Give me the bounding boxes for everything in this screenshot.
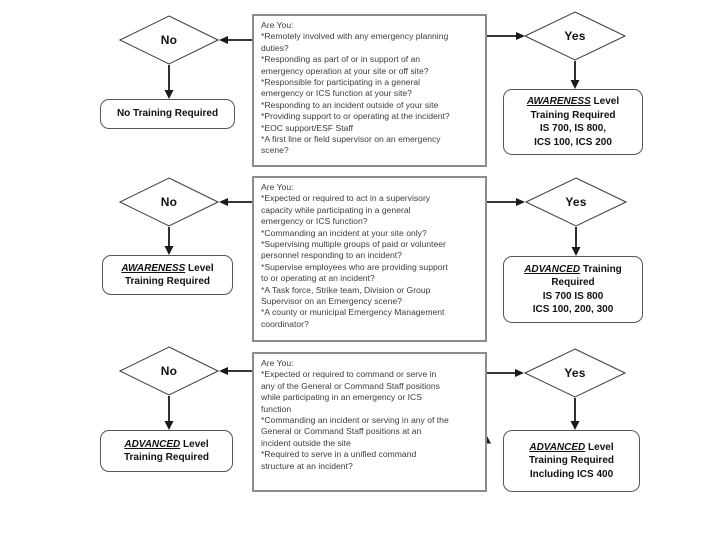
decision-diamond-no-3: No: [119, 346, 219, 396]
no-label: No: [160, 195, 178, 209]
result-line: Training Required: [123, 452, 209, 463]
result-line: ICS 100, ICS 200: [534, 136, 612, 148]
emphasized-word: ADVANCED: [529, 441, 586, 453]
result-box-advanced-ics400: ADVANCED Level Training Required Includi…: [503, 430, 640, 492]
result-box-advanced-courses: ADVANCED Training Required IS 700 IS 800…: [503, 256, 643, 323]
decision-diamond-no-1: No: [119, 15, 219, 65]
no-label: No: [160, 364, 178, 378]
yes-label: Yes: [564, 29, 586, 43]
result-line: ICS 100, 200, 300: [532, 304, 614, 315]
diamond-shape: [119, 177, 219, 227]
diamond-shape: [525, 177, 627, 227]
emphasized-word: AWARENESS: [526, 96, 591, 107]
decision-diamond-no-2: No: [119, 177, 219, 227]
result-box-advanced-level: ADVANCED Level Training Required: [100, 430, 233, 472]
decision-diamond-yes-2: Yes: [525, 177, 627, 227]
question-box-2: Are You: *Expected or required to act in…: [252, 176, 487, 342]
question-box-1: Are You: *Remotely involved with any eme…: [252, 14, 487, 167]
question-text-1: Are You: *Remotely involved with any eme…: [261, 20, 450, 156]
diamond-shape: [119, 346, 219, 396]
result-box-awareness-courses: AWARENESS Level Training Required IS 700…: [503, 89, 643, 155]
result-box-awareness-level: AWARENESS Level Training Required: [102, 255, 233, 295]
diamond-shape: [524, 348, 626, 398]
result-line: IS 700, IS 800,: [539, 123, 607, 134]
result-line: Training Required: [124, 276, 210, 287]
row3-connectors: [164, 367, 580, 430]
decision-diamond-yes-1: Yes: [524, 11, 626, 61]
result-line: Including ICS 400: [529, 468, 614, 480]
result-line: Training Required: [530, 109, 616, 121]
emphasized-word: AWARENESS: [121, 262, 186, 274]
row1-connectors: [164, 32, 580, 99]
diamond-shape: [119, 15, 219, 65]
result-line: AWARENESS Level: [526, 96, 620, 107]
result-line: IS 700 IS 800: [542, 290, 604, 302]
result-line: Required: [551, 277, 595, 288]
no-label: No: [160, 33, 178, 47]
result-line: ADVANCED Level: [529, 441, 614, 453]
result-line: No Training Required: [116, 108, 219, 120]
question-box-3: Are You: *Expected or required to comman…: [252, 352, 487, 492]
result-line: ADVANCED Training: [524, 263, 622, 275]
diamond-shape: [524, 11, 626, 61]
row2-connectors: [164, 198, 581, 256]
yes-label: Yes: [564, 366, 586, 380]
yes-label: Yes: [565, 195, 587, 209]
decision-diamond-yes-3: Yes: [524, 348, 626, 398]
emphasized-word: ADVANCED: [524, 263, 581, 275]
question-text-3: Are You: *Expected or required to comman…: [261, 358, 449, 471]
result-line: ADVANCED Level: [124, 438, 209, 450]
result-box-no-training: No Training Required: [100, 99, 235, 129]
question-text-2: Are You: *Expected or required to act in…: [261, 182, 448, 329]
result-line: AWARENESS Level: [121, 262, 214, 274]
emphasized-word: ADVANCED: [124, 438, 181, 450]
result-line: Training Required: [528, 455, 614, 467]
